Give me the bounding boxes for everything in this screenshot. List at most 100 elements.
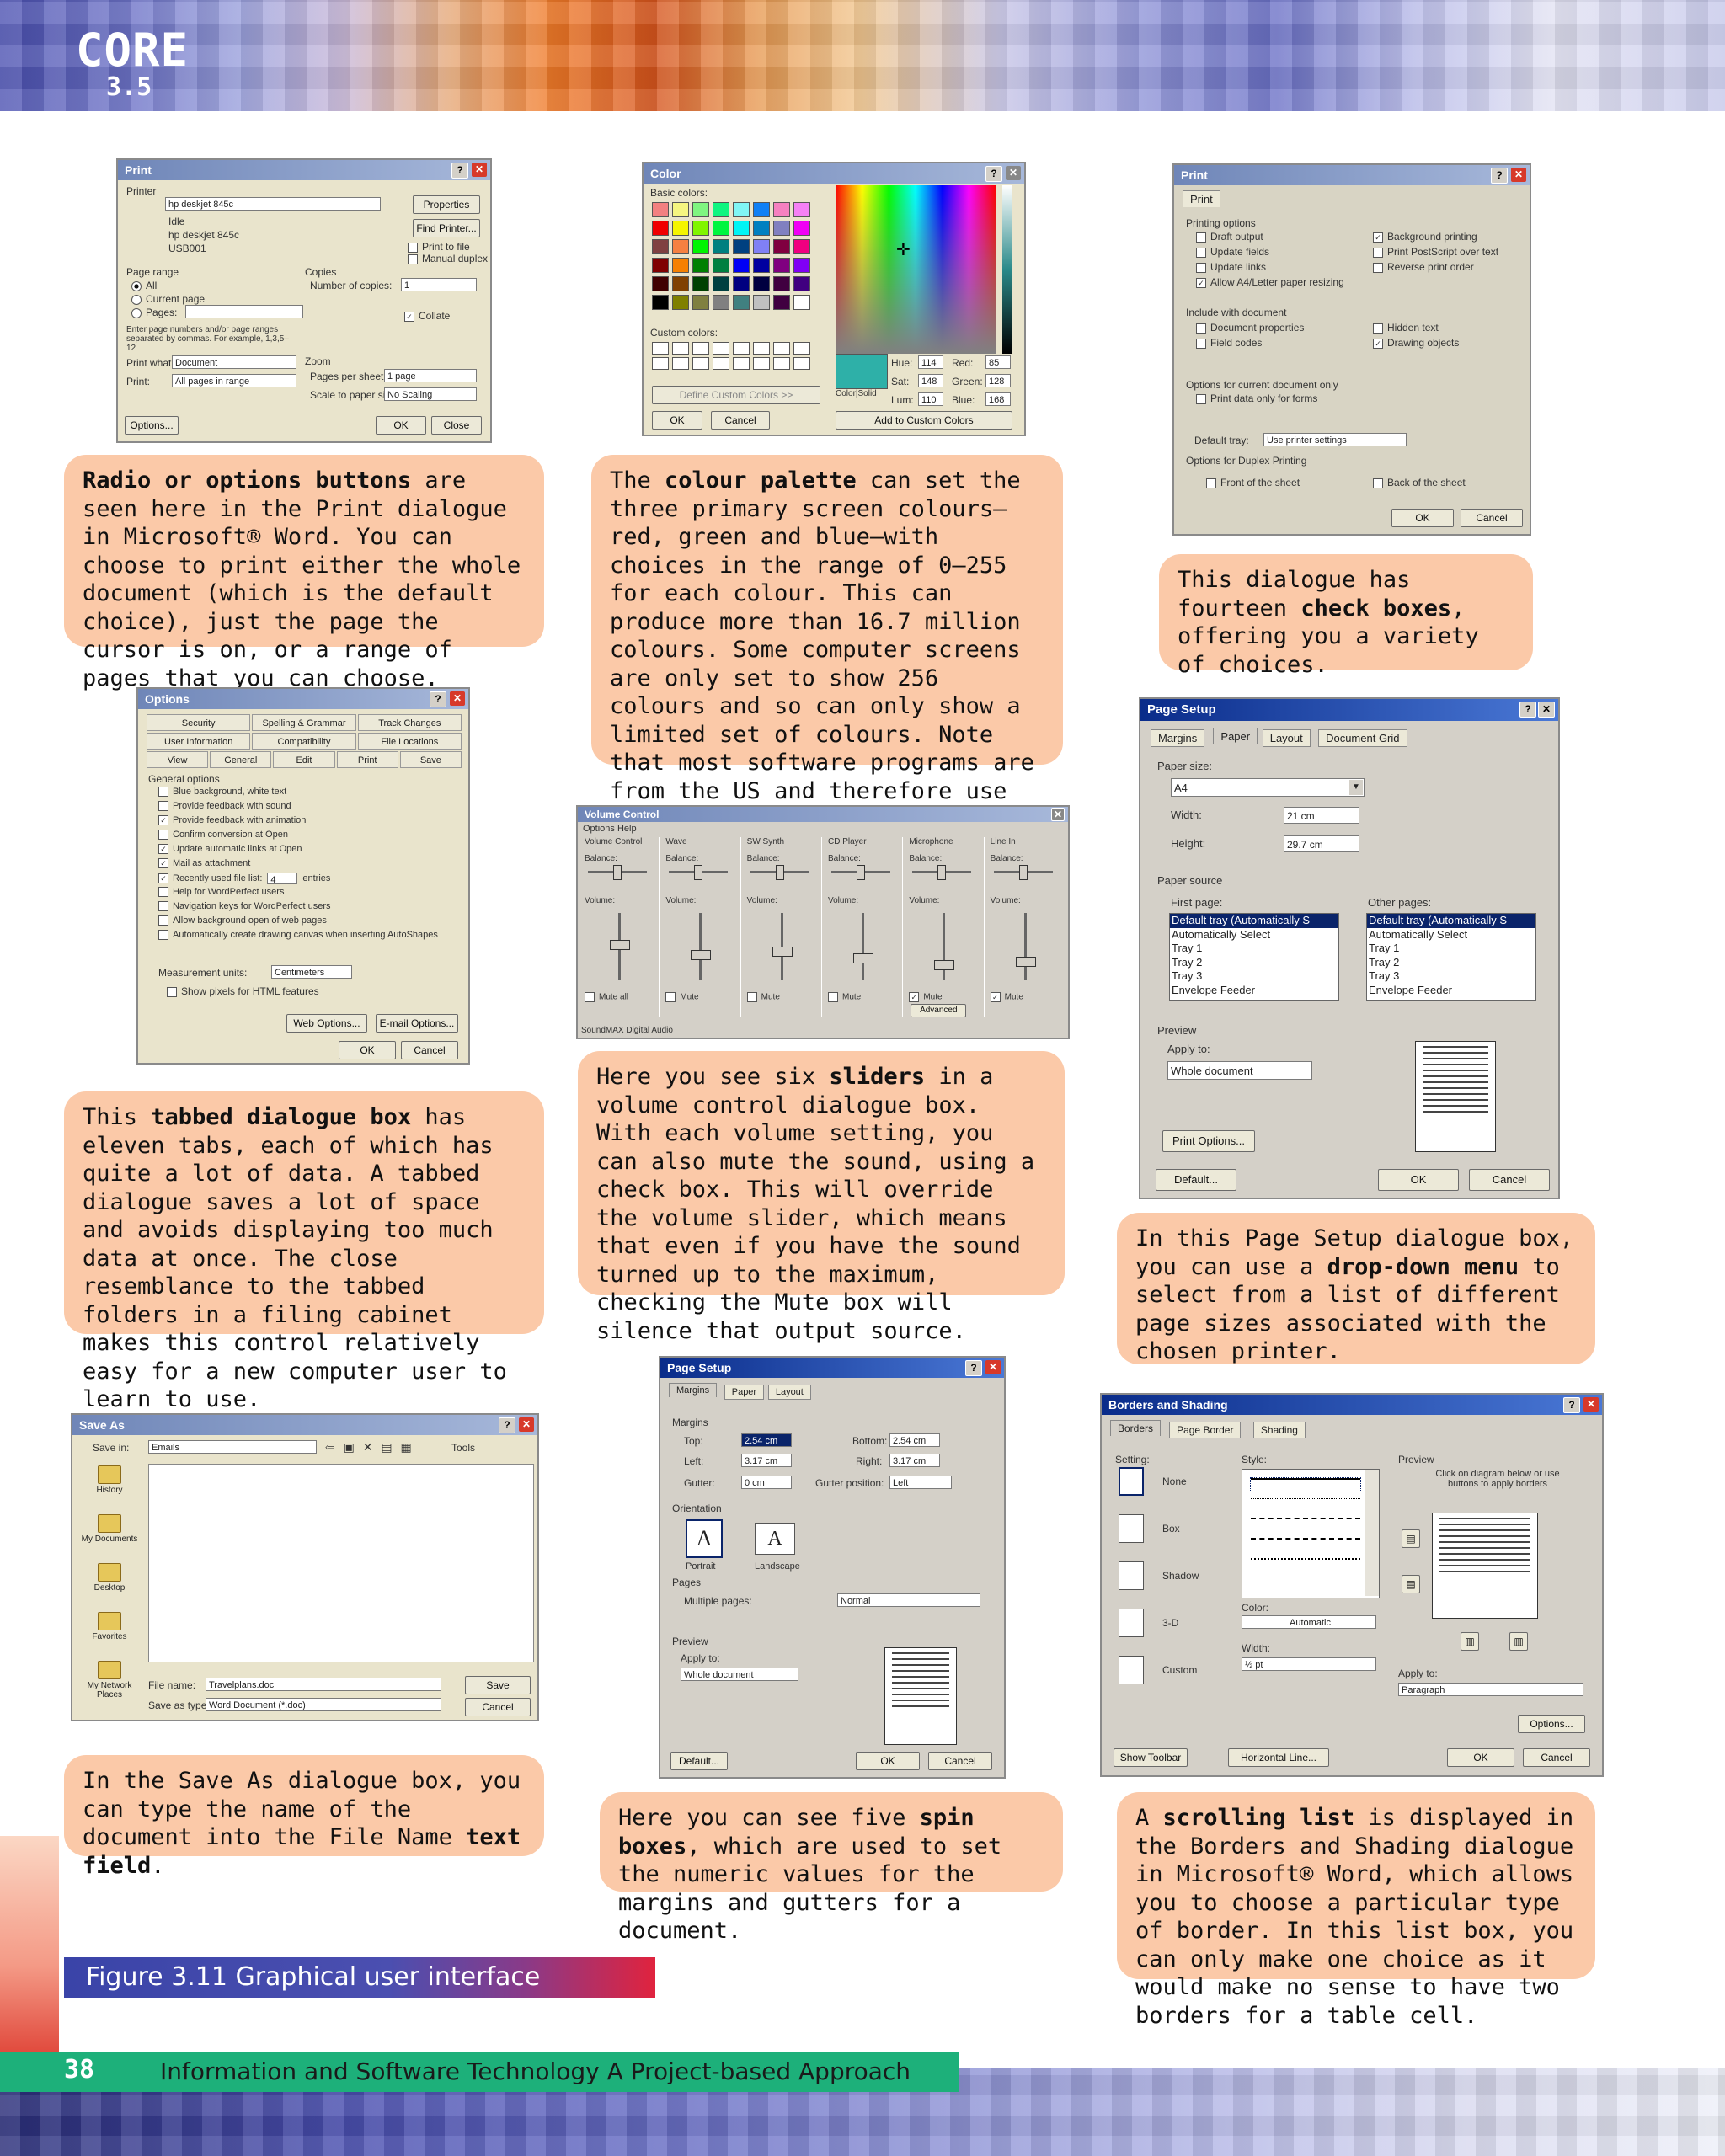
- default-button[interactable]: Default...: [1156, 1169, 1236, 1191]
- dropdown-arrow-icon[interactable]: ▼: [1349, 780, 1363, 795]
- tray-list-item[interactable]: Automatically Select: [1172, 927, 1271, 941]
- custom-color-swatch[interactable]: [713, 357, 729, 370]
- multiple-pages-select[interactable]: Normal: [837, 1593, 980, 1607]
- height-spinbox[interactable]: 29.7 cm: [1284, 835, 1359, 852]
- color-swatch[interactable]: [713, 221, 729, 236]
- setting-icon[interactable]: [1119, 1609, 1144, 1637]
- default-button[interactable]: Default...: [670, 1752, 728, 1770]
- help-icon[interactable]: ?: [499, 1417, 515, 1433]
- general-option-checkbox[interactable]: ✓Mail as attachment: [158, 858, 250, 869]
- right-spinbox[interactable]: 3.17 cm: [889, 1454, 940, 1467]
- options-tab[interactable]: Track Changes: [357, 714, 462, 731]
- balance-thumb[interactable]: [775, 865, 784, 880]
- checkbox-icon[interactable]: ✓: [158, 858, 168, 869]
- cancel-button[interactable]: Cancel: [1523, 1748, 1590, 1767]
- color-swatch[interactable]: [672, 202, 689, 217]
- balance-thumb[interactable]: [1018, 865, 1028, 880]
- save-type-select[interactable]: Word Document (*.doc): [206, 1698, 441, 1711]
- pages-per-sheet-select[interactable]: 1 page: [384, 369, 477, 382]
- checkbox-icon[interactable]: [158, 901, 168, 912]
- top-border-button[interactable]: ▤: [1402, 1529, 1420, 1548]
- general-option-checkbox[interactable]: Navigation keys for WordPerfect users: [158, 901, 330, 912]
- close-icon[interactable]: ✕: [450, 691, 465, 706]
- print-options-button[interactable]: Print Options...: [1162, 1130, 1255, 1152]
- dialog-tab[interactable]: Margins: [1151, 729, 1205, 747]
- tray-list-item[interactable]: Tray 3: [1172, 969, 1203, 982]
- color-swatch[interactable]: [793, 276, 810, 291]
- pixels-checkbox[interactable]: Show pixels for HTML features: [167, 985, 319, 997]
- help-icon[interactable]: ?: [451, 163, 468, 179]
- color-swatch[interactable]: [733, 276, 750, 291]
- option-checkbox[interactable]: ✓Drawing objects: [1373, 337, 1459, 349]
- radio-all[interactable]: All: [131, 280, 157, 291]
- checkbox-icon[interactable]: [158, 915, 168, 926]
- color-swatch[interactable]: [753, 239, 770, 254]
- ok-button[interactable]: OK: [339, 1041, 396, 1059]
- sat-input[interactable]: 148: [918, 374, 943, 387]
- manual-duplex-checkbox[interactable]: Manual duplex: [408, 253, 488, 264]
- general-option-checkbox[interactable]: Blue background, white text: [158, 787, 286, 798]
- options-tab[interactable]: Spelling & Grammar: [252, 714, 356, 731]
- pages-input[interactable]: [185, 305, 303, 318]
- color-swatch[interactable]: [652, 202, 669, 217]
- color-swatch[interactable]: [773, 295, 790, 310]
- option-checkbox[interactable]: Update fields: [1196, 246, 1269, 258]
- volume-slider-thumb[interactable]: [934, 960, 955, 970]
- options-tab[interactable]: File Locations: [357, 733, 462, 750]
- color-swatch[interactable]: [713, 258, 729, 273]
- color-swatch[interactable]: [713, 202, 729, 217]
- help-icon[interactable]: ?: [1519, 702, 1536, 718]
- general-option-checkbox[interactable]: Automatically create drawing canvas when…: [158, 930, 438, 941]
- tray-list-item[interactable]: Tray 1: [1172, 942, 1203, 954]
- mute-checkbox[interactable]: Mute: [746, 992, 780, 1002]
- color-swatch[interactable]: [733, 295, 750, 310]
- email-options-button[interactable]: E-mail Options...: [376, 1014, 458, 1033]
- color-swatch[interactable]: [753, 221, 770, 236]
- volume-slider-track[interactable]: [1023, 913, 1027, 980]
- border-preview-diagram[interactable]: [1432, 1513, 1538, 1619]
- options-button[interactable]: Options...: [1518, 1715, 1585, 1733]
- options-tab[interactable]: View: [147, 751, 209, 768]
- menu-bar[interactable]: Options Help: [583, 824, 637, 834]
- dialog-tab[interactable]: Borders: [1110, 1420, 1162, 1436]
- blue-input[interactable]: 168: [985, 392, 1011, 406]
- custom-color-swatch[interactable]: [672, 357, 689, 370]
- custom-color-swatch[interactable]: [773, 357, 790, 370]
- checkbox-icon[interactable]: ✓: [1196, 277, 1206, 288]
- color-swatch[interactable]: [733, 221, 750, 236]
- custom-color-swatch[interactable]: [692, 342, 709, 355]
- options-tab[interactable]: User Information: [147, 733, 251, 750]
- checkbox-icon[interactable]: [1196, 232, 1206, 243]
- options-tab[interactable]: Security: [147, 714, 251, 731]
- ok-button[interactable]: OK: [1447, 1748, 1514, 1767]
- places-item[interactable]: Favorites: [76, 1612, 143, 1641]
- custom-color-swatch[interactable]: [753, 357, 770, 370]
- balance-thumb[interactable]: [613, 865, 622, 880]
- dialog-tab[interactable]: Paper: [1213, 728, 1258, 744]
- tray-list-item[interactable]: Automatically Select: [1369, 927, 1468, 941]
- checkbox-icon[interactable]: [1196, 262, 1206, 273]
- tab-print[interactable]: Print: [1183, 190, 1220, 207]
- custom-color-grid[interactable]: [652, 342, 820, 372]
- checkbox-icon[interactable]: ✓: [1373, 338, 1383, 349]
- checkbox-icon[interactable]: [1196, 338, 1206, 349]
- back-checkbox[interactable]: Back of the sheet: [1373, 477, 1466, 488]
- green-input[interactable]: 128: [985, 374, 1011, 387]
- balance-thumb[interactable]: [857, 865, 865, 880]
- color-swatch[interactable]: [793, 221, 810, 236]
- checkbox-icon[interactable]: [1373, 323, 1383, 334]
- radio-pages[interactable]: Pages:: [131, 307, 177, 318]
- checkbox-icon[interactable]: [158, 830, 168, 841]
- ok-button[interactable]: OK: [376, 416, 426, 435]
- mute-checkbox[interactable]: ✓Mute: [909, 992, 943, 1002]
- color-swatch[interactable]: [652, 239, 669, 254]
- help-icon[interactable]: ?: [430, 691, 446, 707]
- color-swatch[interactable]: [652, 258, 669, 273]
- tray-list-item[interactable]: Envelope Feeder: [1172, 983, 1256, 996]
- color-swatch[interactable]: [793, 258, 810, 273]
- custom-color-swatch[interactable]: [713, 342, 729, 355]
- cancel-button[interactable]: Cancel: [401, 1041, 458, 1059]
- places-item[interactable]: History: [76, 1465, 143, 1495]
- color-swatch[interactable]: [773, 258, 790, 273]
